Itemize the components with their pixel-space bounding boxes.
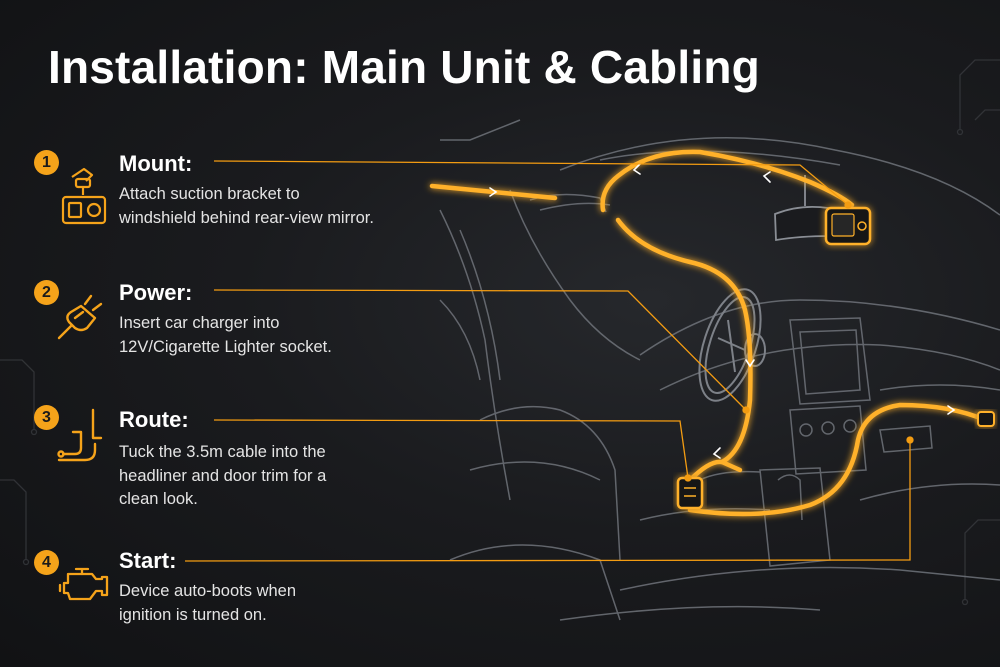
leader-lines <box>184 160 914 562</box>
step-1-badge: 1 <box>34 150 59 175</box>
car-charger <box>676 476 704 510</box>
power-cable <box>429 149 988 517</box>
circuit-decoration <box>0 59 1000 606</box>
step-1-description: Attach suction bracket to windshield beh… <box>119 183 374 230</box>
step-2-title: Power: <box>119 280 193 305</box>
cable-direction-chevrons <box>489 163 956 459</box>
page-title: Installation: Main Unit & Cabling <box>48 41 760 93</box>
step-3-description: Tuck the 3.5m cable into the headliner a… <box>119 441 326 512</box>
dashcam-icon <box>61 167 107 225</box>
engine-icon <box>58 567 109 601</box>
step-3-description-line: clean look. <box>119 490 198 508</box>
step-4-description: Device auto-boots when ignition is turne… <box>119 580 296 627</box>
step-2-description: Insert car charger into 12V/Cigarette Li… <box>119 312 332 359</box>
step-3-description-line: headliner and door trim for a <box>119 466 327 485</box>
cable-route-icon <box>57 408 103 462</box>
step-3-description-line: Tuck the 3.5m cable into the <box>119 443 326 461</box>
step-4-description-line: ignition is turned on. <box>119 605 267 624</box>
dashcam-device <box>824 206 872 246</box>
step-4-description-line: Device auto-boots when <box>119 582 297 600</box>
step-3-badge: 3 <box>34 405 59 430</box>
step-1-title: Mount: <box>119 151 193 176</box>
car-outline <box>439 119 1000 621</box>
step-3-title: Route: <box>119 407 189 432</box>
step-4-badge: 4 <box>34 550 59 575</box>
step-4-title: Start: <box>119 548 177 573</box>
steering-wheel <box>698 288 766 402</box>
rear-view-mirror <box>774 175 831 242</box>
step-2-description-line: Insert car charger into <box>119 314 280 332</box>
step-2-badge: 2 <box>34 280 59 305</box>
step-1-description-line: windshield behind rear-view mirror. <box>119 208 374 227</box>
power-plug-icon <box>57 294 103 340</box>
step-1-description-line: Attach suction bracket to <box>119 185 300 203</box>
cable-end-plug <box>977 411 995 427</box>
step-2-description-line: 12V/Cigarette Lighter socket. <box>119 337 332 356</box>
